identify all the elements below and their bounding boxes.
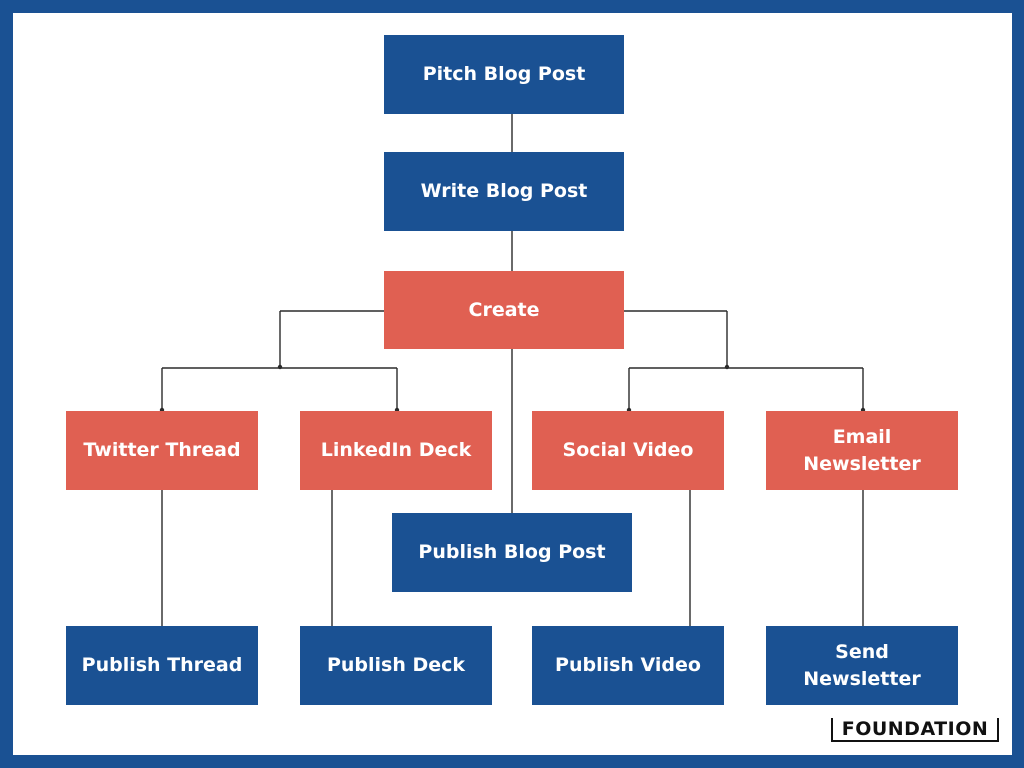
node-label: Publish Blog Post: [418, 541, 606, 563]
node-label: LinkedIn Deck: [320, 439, 472, 461]
node-label: Publish Deck: [326, 654, 466, 676]
node-label: Social Video: [562, 439, 694, 461]
node-label: Email Newsletter: [803, 425, 921, 475]
node-linkedin-deck: LinkedIn Deck: [300, 411, 492, 490]
node-send-newsletter: Send Newsletter: [766, 626, 958, 705]
node-label: Twitter Thread: [83, 439, 241, 461]
node-publish-deck: Publish Deck: [300, 626, 492, 705]
node-publish-thread: Publish Thread: [66, 626, 258, 705]
node-label: Create: [468, 298, 540, 321]
logo-text: FOUNDATION: [841, 718, 989, 740]
node-label: Publish Video: [555, 654, 701, 676]
node-pitch-blog-post: Pitch Blog Post: [384, 35, 624, 114]
node-twitter-thread: Twitter Thread: [66, 411, 258, 490]
node-label: Send Newsletter: [803, 640, 921, 690]
foundation-logo: FOUNDATION: [831, 718, 999, 742]
node-publish-blog-post: Publish Blog Post: [392, 513, 632, 592]
node-write-blog-post: Write Blog Post: [384, 152, 624, 231]
junction-right: [724, 364, 730, 370]
node-create: Create: [384, 271, 624, 349]
node-label: Pitch Blog Post: [422, 63, 586, 85]
node-label: Write Blog Post: [420, 180, 588, 202]
node-label: Publish Thread: [81, 654, 243, 676]
node-social-video: Social Video: [532, 411, 724, 490]
node-publish-video: Publish Video: [532, 626, 724, 705]
diagram-canvas: Pitch Blog Post Write Blog Post Create T…: [13, 13, 1012, 755]
node-email-newsletter: Email Newsletter: [766, 411, 958, 490]
junction-left: [277, 364, 283, 370]
